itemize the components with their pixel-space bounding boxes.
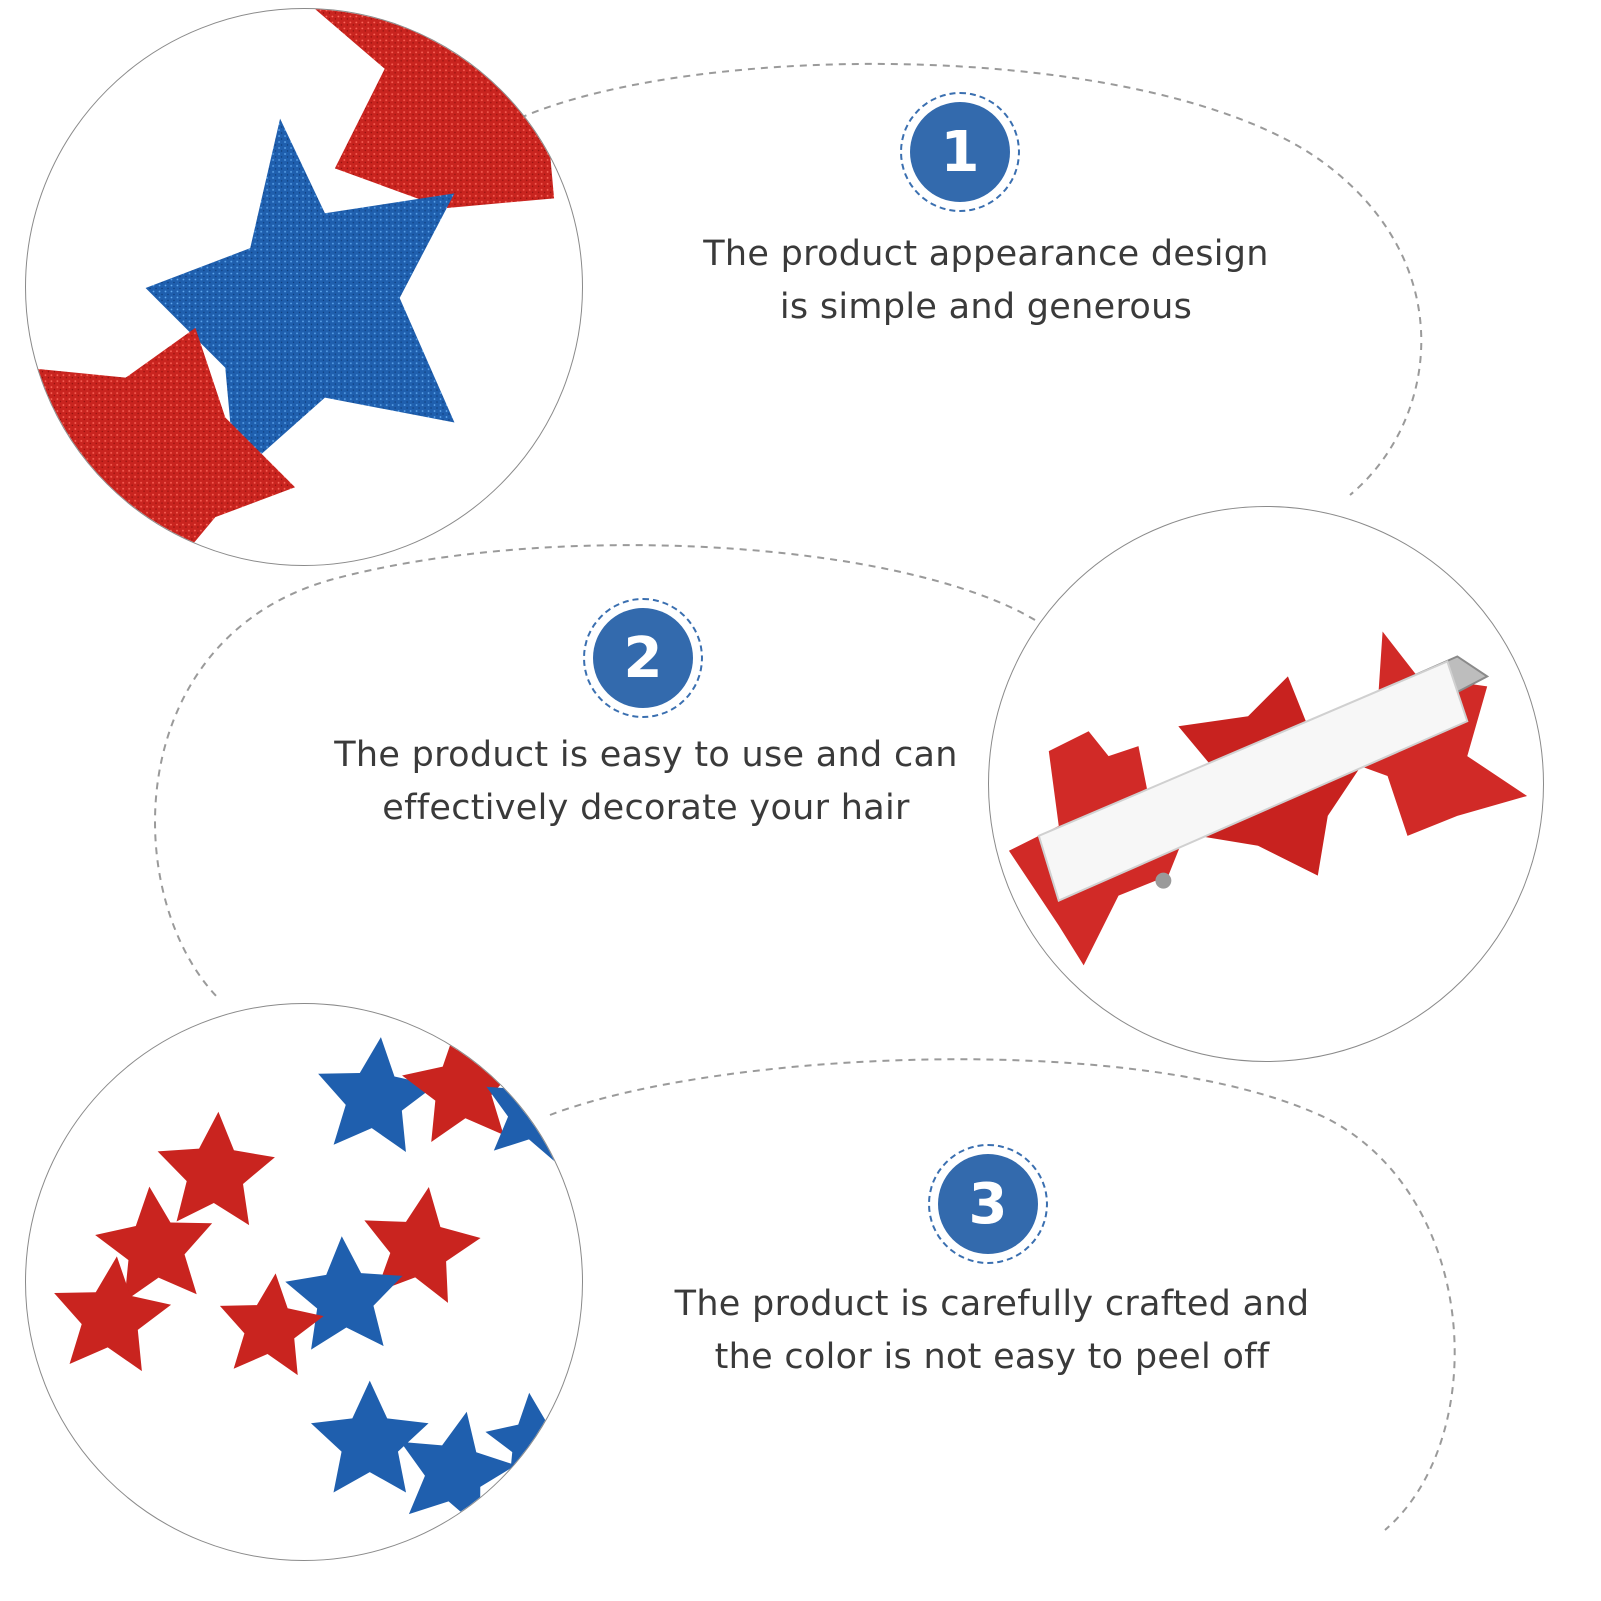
- blue-star-center: [145, 118, 455, 478]
- ribbon-strip: [1037, 660, 1469, 902]
- feature-caption-3-line-2: the color is not easy to peel off: [714, 1337, 1270, 1377]
- feature-number-3: 3: [938, 1154, 1038, 1254]
- product-photo-glitter-closeup: [25, 8, 583, 566]
- dashed-curve-2: [154, 544, 1036, 1001]
- dashed-curve-1: [519, 62, 1423, 496]
- clip-rivet: [1155, 872, 1172, 889]
- glitter-star-clip-8: [285, 1236, 403, 1350]
- feature-caption-1-line-2: is simple and generous: [779, 287, 1193, 327]
- glitter-star-clip-1: [318, 1037, 436, 1152]
- feature-caption-2-line-1: The product is easy to use and can: [334, 735, 958, 775]
- feature-badge-3: 3: [928, 1144, 1048, 1264]
- glitter-star-clip-11: [400, 1411, 516, 1529]
- red-star-bottom: [26, 327, 296, 565]
- dashed-curve-3: [549, 1058, 1456, 1531]
- feature-caption-1: The product appearance design is simple …: [646, 228, 1326, 334]
- product-photo-assorted-clips: [25, 1003, 583, 1561]
- feature-badge-1: 1: [900, 92, 1020, 212]
- feature-caption-1-line-1: The product appearance design: [703, 234, 1269, 274]
- glitter-star-clip-10: [310, 1380, 429, 1493]
- glitter-stars-illustration: [26, 9, 555, 565]
- glitter-star-clip-6: [54, 1256, 172, 1372]
- red-star-top: [314, 9, 555, 209]
- feature-caption-3-line-1: The product is carefully crafted and: [674, 1284, 1310, 1324]
- feature-caption-3: The product is carefully crafted and the…: [652, 1278, 1332, 1384]
- feature-badge-2: 2: [583, 598, 703, 718]
- assorted-star-clips-illustration: [54, 1027, 582, 1529]
- feature-caption-2-line-2: effectively decorate your hair: [382, 788, 910, 828]
- feature-number-1: 1: [910, 102, 1010, 202]
- glitter-star-clip-7: [364, 1187, 481, 1303]
- glitter-star-clip-4: [157, 1111, 275, 1226]
- felt-star-clip-illustration: [1008, 631, 1528, 966]
- glitter-star-clip-5: [95, 1186, 213, 1302]
- feature-caption-2: The product is easy to use and can effec…: [306, 729, 986, 835]
- glitter-star-clip-3: [486, 1059, 582, 1164]
- feature-number-2: 2: [593, 608, 693, 708]
- glitter-star-clip-9: [219, 1273, 324, 1376]
- glitter-star-clip-12: [485, 1392, 580, 1486]
- glitter-star-clip-2: [402, 1027, 520, 1143]
- product-photo-clip-back: [988, 506, 1544, 1062]
